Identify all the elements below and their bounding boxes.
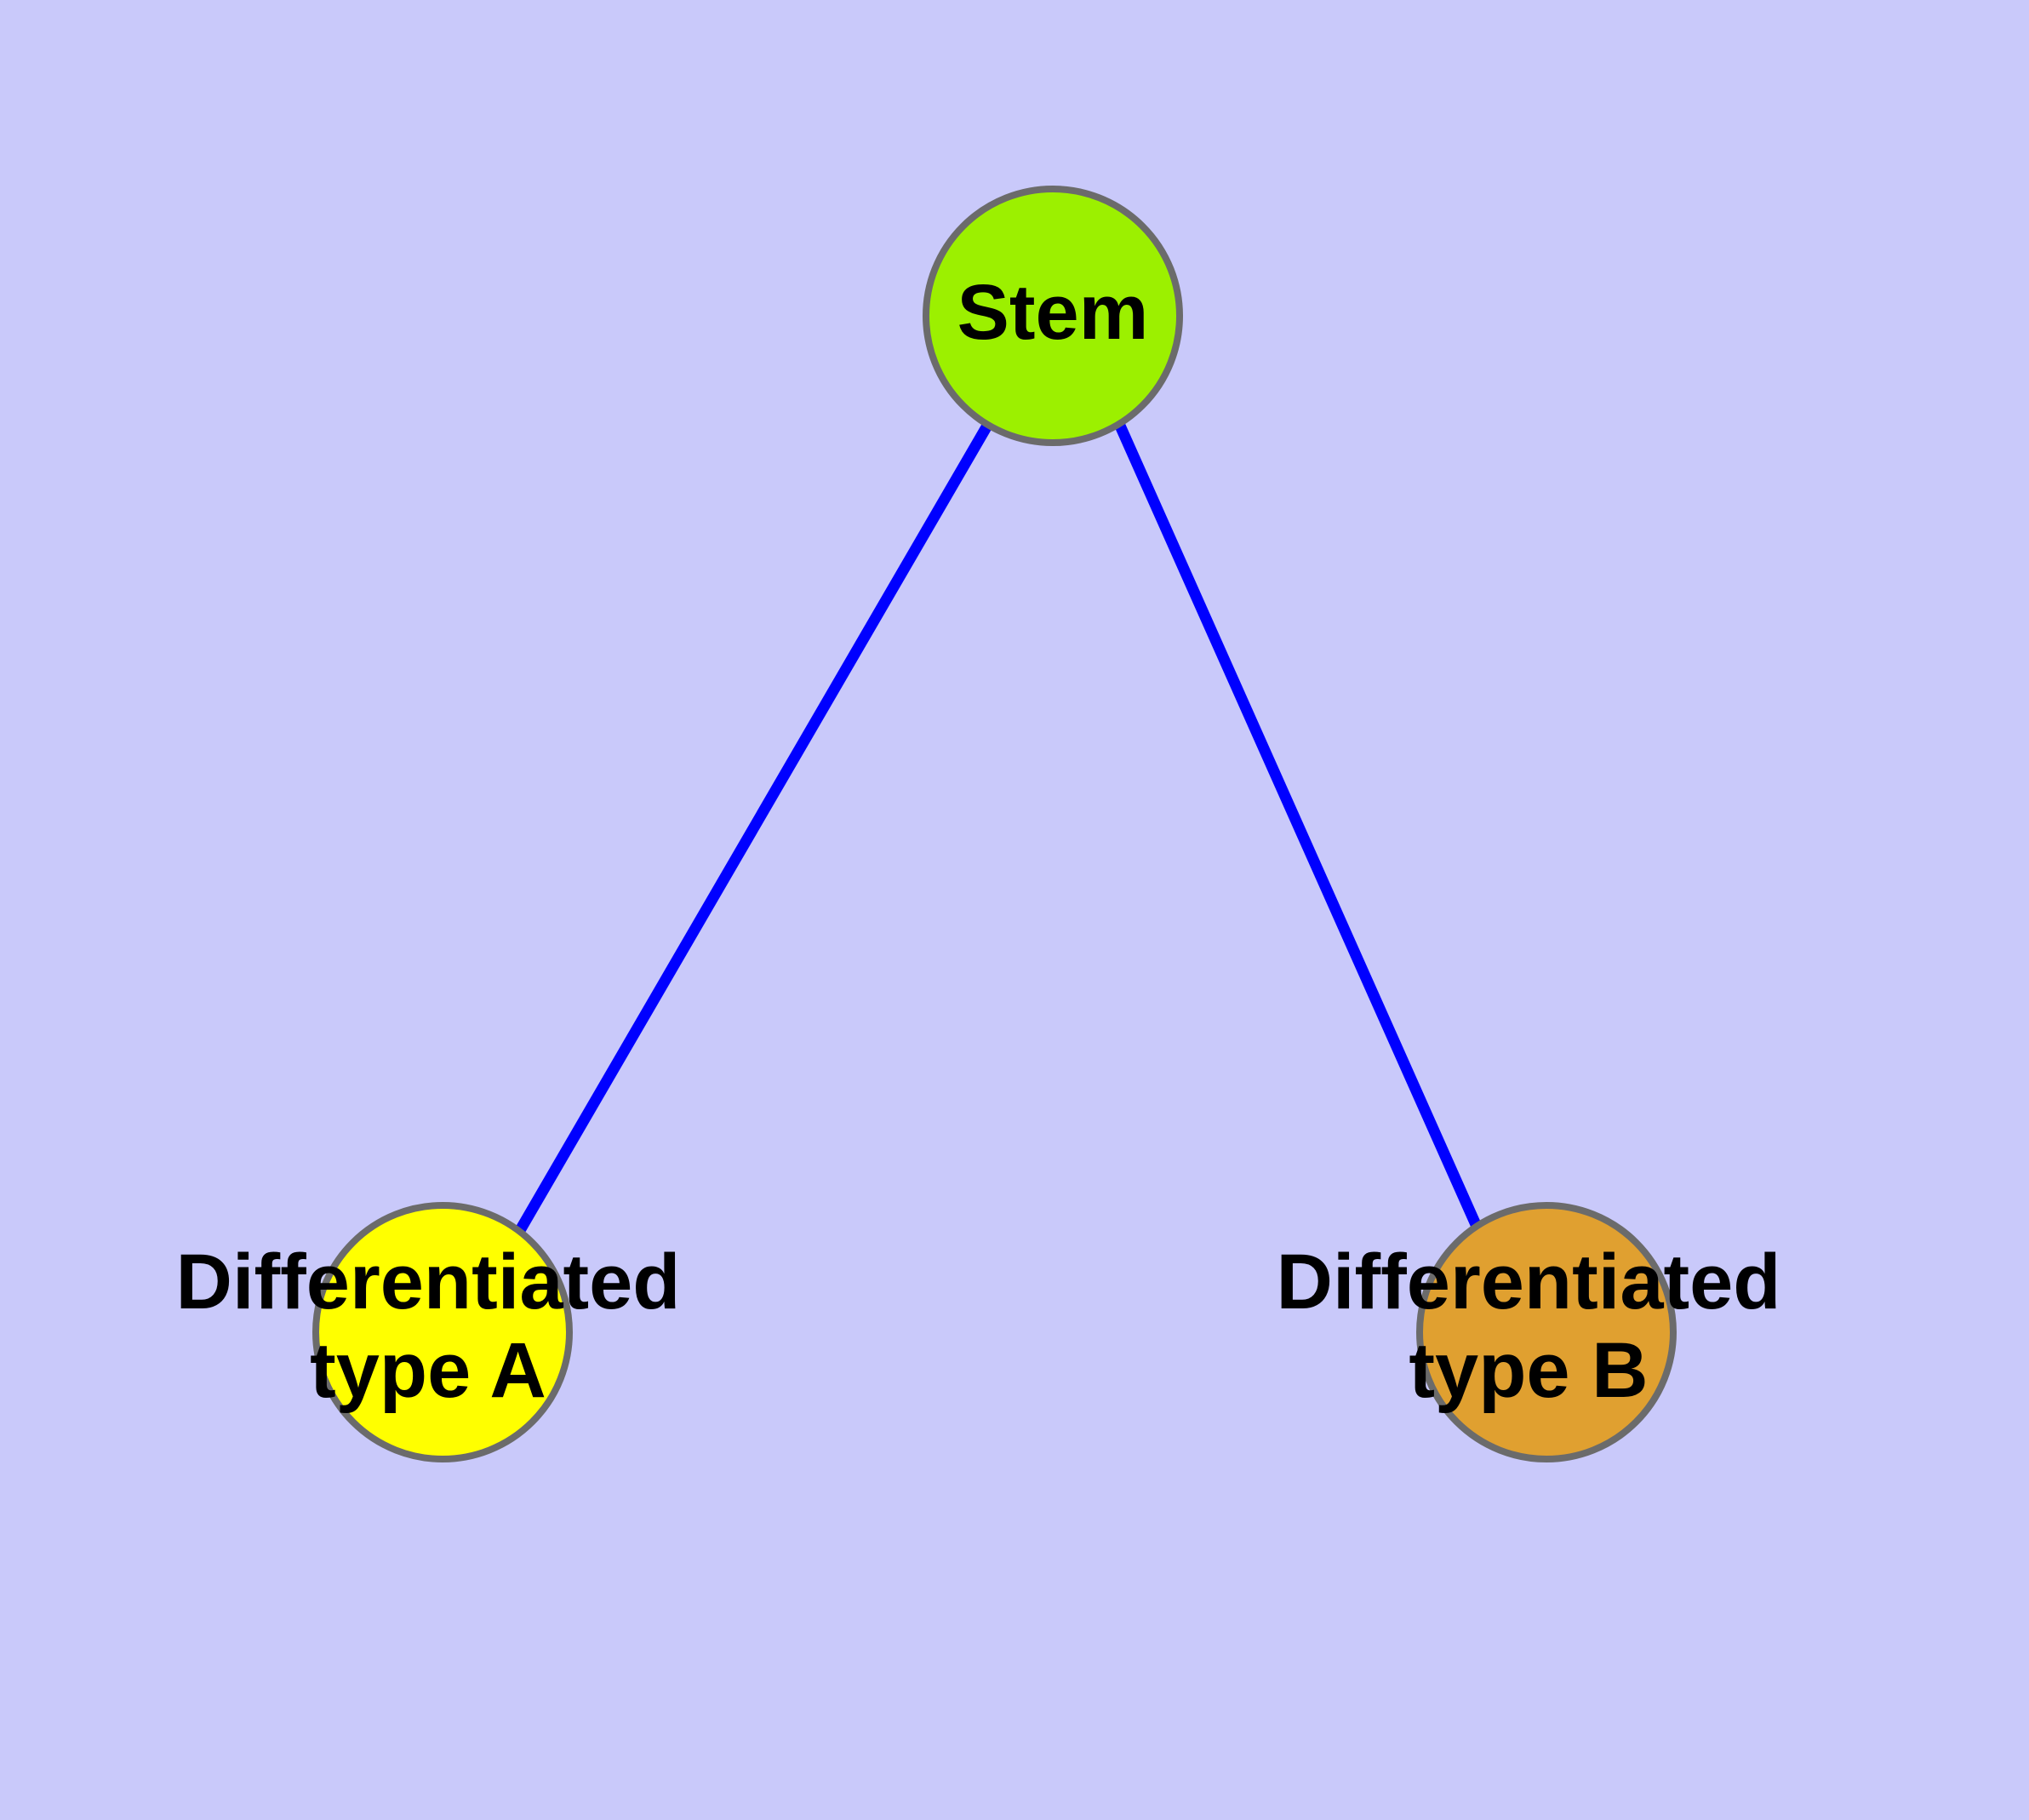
node-label-line: Differentiated: [176, 1239, 681, 1325]
node-label-line: type B: [1409, 1327, 1648, 1414]
node-label-line: Differentiated: [1277, 1239, 1781, 1325]
node-label-line: type A: [310, 1327, 546, 1414]
node-stem[interactable]: Stem: [926, 189, 1180, 443]
node-label-line: Stem: [957, 269, 1149, 356]
node-label-stem: Stem: [957, 269, 1149, 356]
